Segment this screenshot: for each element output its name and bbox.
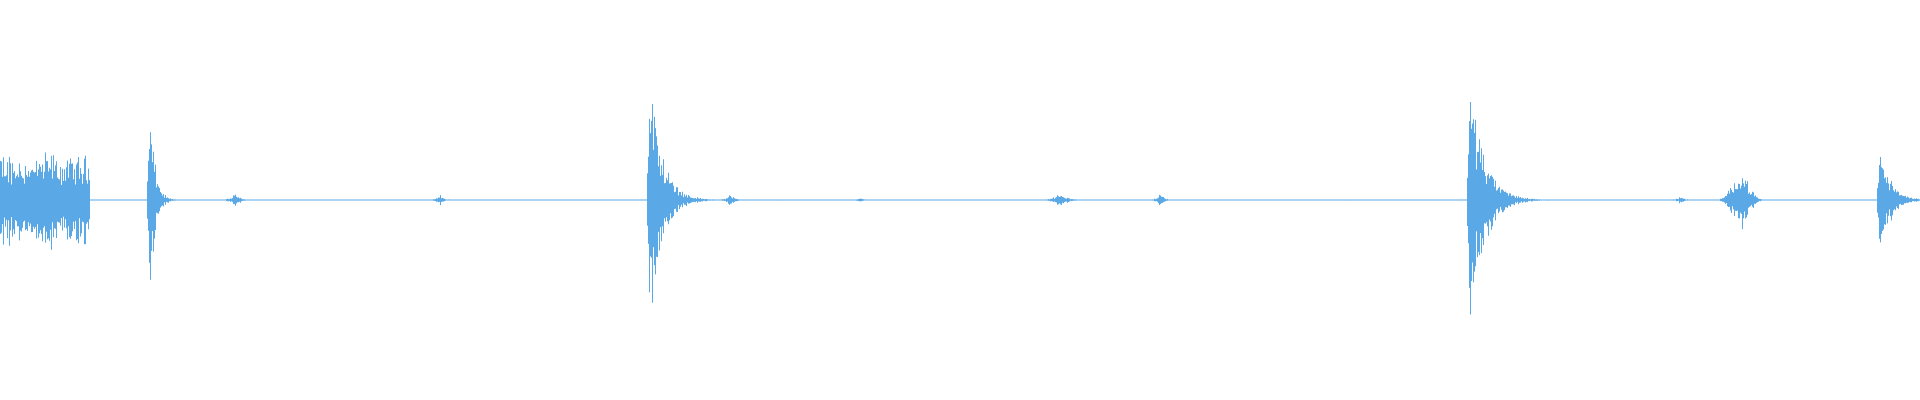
- waveform-samples: [0, 102, 1920, 315]
